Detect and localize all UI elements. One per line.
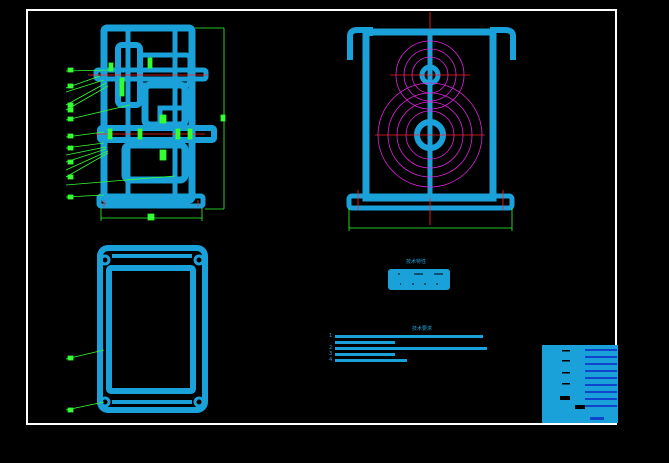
requirement-item: 4 — [329, 357, 499, 363]
top-view-leaders — [65, 349, 105, 413]
title-block — [542, 345, 618, 423]
characteristics-table-marks — [398, 273, 443, 285]
requirement-text-line — [335, 334, 484, 338]
requirements-title: 技术要求 — [412, 326, 433, 332]
front-view — [346, 27, 516, 211]
side-view-centerlines — [88, 74, 208, 207]
requirements-list: 1 2 3 4 — [329, 333, 499, 363]
requirement-item: 2 — [329, 345, 499, 351]
requirement-text-line — [335, 346, 488, 350]
characteristics-title: 技术特性 — [406, 259, 427, 265]
requirement-item-continued — [329, 339, 499, 345]
characteristics-table — [388, 269, 450, 290]
drawing-frame — [26, 9, 617, 425]
requirement-text-line — [335, 358, 408, 362]
requirement-number: 1 — [329, 333, 333, 339]
requirement-number: 2 — [329, 345, 333, 351]
top-view — [97, 245, 208, 413]
front-view-dimensions — [348, 208, 513, 231]
side-section-view — [93, 24, 217, 209]
requirement-text-line — [335, 352, 396, 356]
side-view-dimensions — [65, 27, 226, 221]
requirement-item: 1 — [329, 333, 499, 339]
requirement-number: 3 — [329, 351, 333, 357]
requirement-text-line — [335, 340, 395, 344]
requirement-number: 4 — [329, 357, 333, 363]
requirement-item: 3 — [329, 351, 499, 357]
front-view-centerlines — [357, 12, 504, 225]
